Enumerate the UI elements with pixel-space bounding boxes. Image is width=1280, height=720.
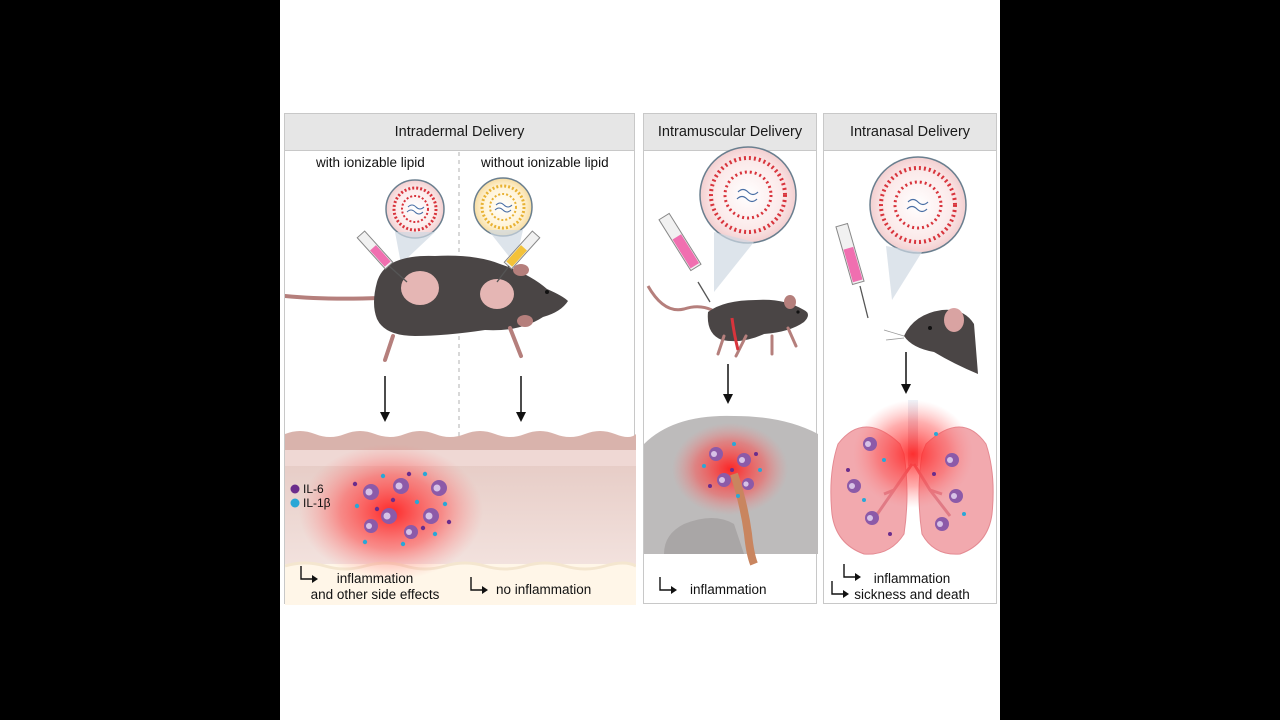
outcome-line2: sickness and death [854,587,970,602]
zoom-cone [714,232,754,292]
outcome-line1: inflammation [873,571,951,586]
intranasal-illustration [830,156,994,598]
arrow-down-icon [380,376,390,422]
mouse-side-view [646,285,808,358]
cytokine-dots [846,432,966,536]
intradermal-illustration [285,152,636,605]
arrow-down-icon [723,364,733,404]
cytokine-dots [702,442,762,498]
inflammation-area [672,423,788,515]
arrow-down-icon [901,352,911,394]
cytokine-dots [352,471,452,547]
legend-label-il1b: IL-1β [303,496,331,510]
syringe [835,222,869,319]
inflammation-area [853,400,973,508]
immune-cells [709,447,754,490]
figure-canvas: Intradermal Delivery [280,0,1000,720]
panel-title: Intramuscular Delivery [644,114,816,151]
panel-intranasal: Intranasal Delivery [823,113,997,604]
panel-title: Intranasal Delivery [824,114,996,151]
outcome-arrow-icon [831,581,844,595]
outcome-arrow-icon [300,566,313,580]
legend-dot-il1b [290,498,300,508]
subtitle-without-ionizable: without ionizable lipid [481,155,609,170]
outcome-left-line2: and other side effects [310,587,440,602]
immune-cells [363,478,447,539]
arrow-down-icon [516,376,526,422]
lnp-icon [699,146,797,244]
syringe-right [496,230,541,283]
muscle [730,472,758,566]
mouse-top-view [285,240,568,362]
lnp-icon [869,156,967,254]
syringe [658,212,711,303]
panel-intradermal: Intradermal Delivery [284,113,636,605]
outcome-right: no inflammation [496,582,592,597]
outcome-left-line1: inflammation [336,571,414,586]
intramuscular-illustration [644,146,818,594]
outcome-arrow-icon [843,564,856,578]
immune-cells [847,437,963,531]
legend-label-il6: IL-6 [303,482,324,496]
mouse-head [883,308,978,374]
outcome-arrow-icon [659,577,672,591]
zoom-cone [886,246,922,300]
subtitle-with-ionizable: with ionizable lipid [316,155,425,170]
panel-intramuscular: Intramuscular Delivery [643,113,818,604]
syringe-left [356,230,408,283]
lnp-ionizable-icon [385,179,445,239]
outcome-arrow-icon [470,577,483,591]
lnp-non-ionizable-icon [473,177,533,237]
legend-dot-il6 [290,484,300,494]
zoom-cone [395,232,435,264]
outcome: inflammation [690,582,767,597]
panel-title: Intradermal Delivery [285,114,634,151]
